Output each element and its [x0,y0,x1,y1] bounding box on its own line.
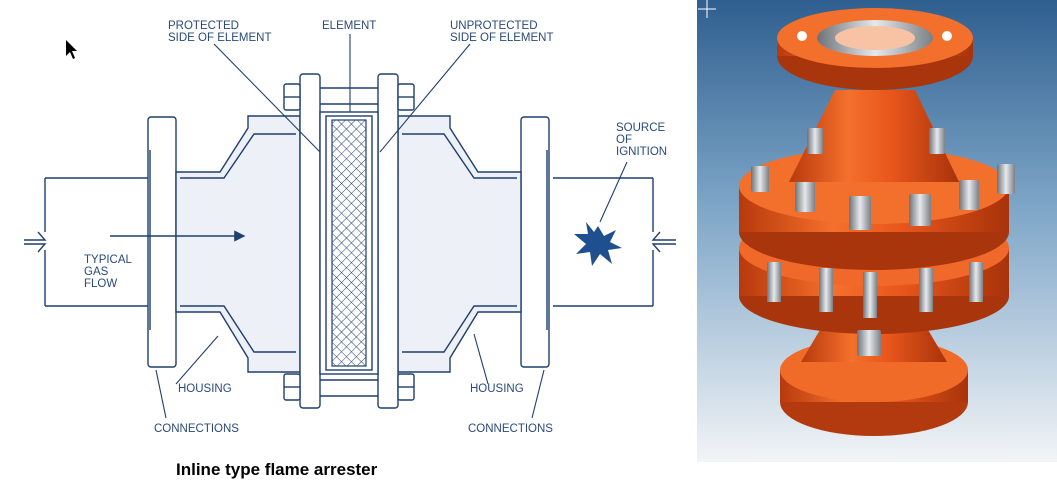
label-flow: FLOW [84,278,117,290]
ignition-burst-icon [574,222,622,266]
label-unprotected-side-2: SIDE OF ELEMENT [450,32,554,44]
label-typical: TYPICAL [84,254,133,266]
label-unprotected-side: UNPROTECTED [450,20,538,32]
body-bolt [751,128,1015,356]
bottom-bolt [283,373,415,401]
left-connection-flange [147,116,177,368]
right-pipe [553,177,676,307]
left-housing [175,115,301,373]
diagram-caption: Inline type flame arrester [176,460,378,479]
right-housing [397,115,522,373]
flame-arrester-diagram: PROTECTED SIDE OF ELEMENT ELEMENT UNPROT… [24,20,676,435]
cursor-arrow-icon [66,40,77,59]
left-housing-flange [299,73,321,409]
label-source: SOURCE [616,122,666,134]
label-protected-side-2: SIDE OF ELEMENT [168,32,272,44]
flame-arrester-photo [697,0,1057,462]
label-connections-right: CONNECTIONS [468,423,553,435]
right-connection-flange [520,116,550,368]
label-housing-left: HOUSING [178,383,232,395]
right-housing-flange [377,73,399,409]
label-connections-left: CONNECTIONS [154,423,239,435]
label-ignition: IGNITION [616,146,667,158]
top-bolt [283,83,415,111]
left-pipe [24,177,148,307]
label-protected-side: PROTECTED [168,20,239,32]
crosshair-icon [698,0,716,18]
label-housing-right: HOUSING [470,383,524,395]
flame-element-mesh [331,119,367,367]
label-gas: GAS [84,266,109,278]
label-of: OF [616,134,632,146]
label-element: ELEMENT [322,20,376,32]
